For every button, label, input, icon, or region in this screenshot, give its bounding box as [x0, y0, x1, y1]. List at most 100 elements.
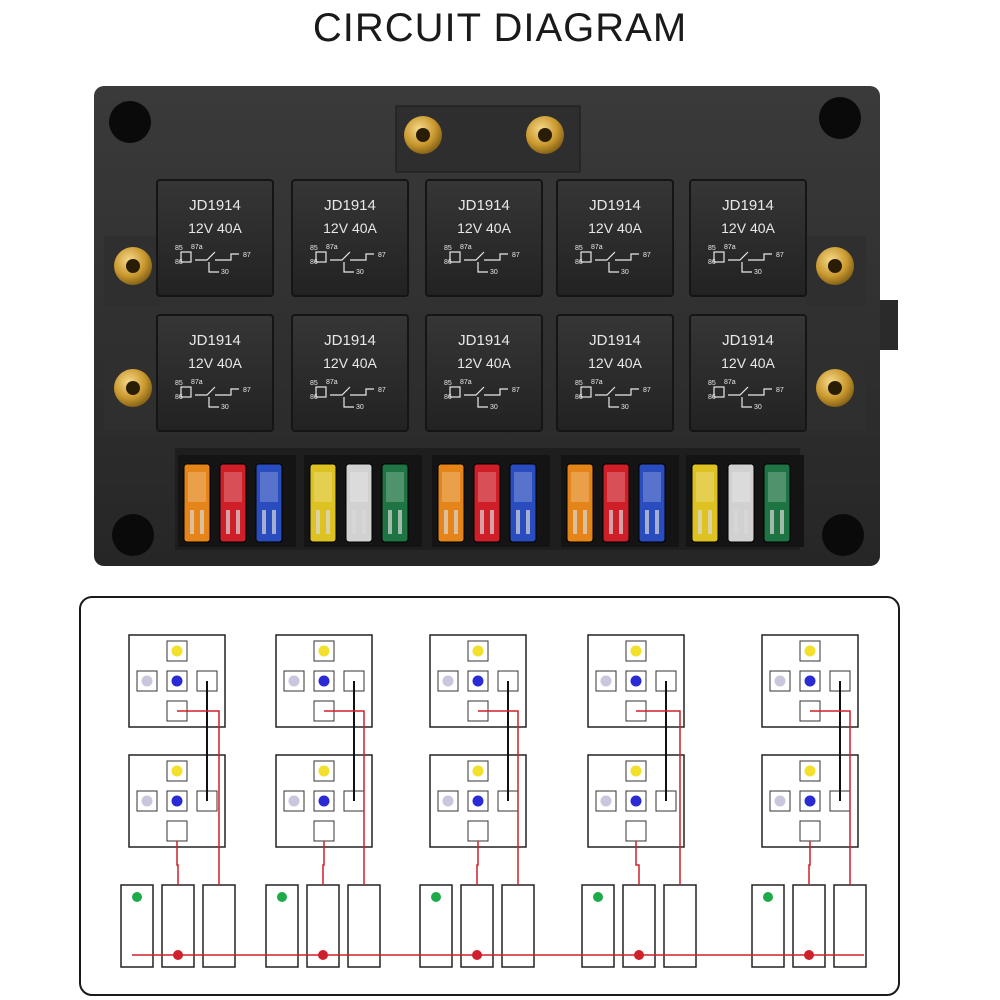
blade-fuse-icon [602, 463, 630, 543]
pin-label-87a: 87a [326, 244, 338, 251]
pin-87-dot [472, 645, 484, 657]
pin-85-dot [171, 795, 183, 807]
pin-label-30: 30 [356, 269, 364, 276]
page-title: CIRCUIT DIAGRAM [312, 6, 688, 50]
mounting-hole-icon [109, 101, 151, 143]
pin-86-dot [141, 675, 153, 687]
relay-body [291, 179, 409, 297]
pin-label-85: 85 [575, 380, 583, 387]
brass-insert-icon [114, 369, 152, 407]
pin-30-square [166, 820, 188, 842]
pin-30-square [625, 820, 647, 842]
pin-label-85: 85 [444, 245, 452, 252]
pin-87-dot [804, 765, 816, 777]
pin-86-dot [600, 795, 612, 807]
pin-label-87a: 87a [191, 244, 203, 251]
pin-87-dot [171, 645, 183, 657]
coil-icon [449, 251, 461, 263]
blade-fuse-icon [473, 463, 501, 543]
pin-label-86: 86 [310, 394, 318, 401]
pin-30-square [313, 820, 335, 842]
pin-label-30: 30 [621, 404, 629, 411]
relay-body [556, 179, 674, 297]
pin-86-dot [288, 795, 300, 807]
mounting-hole-icon [112, 514, 154, 556]
pin-label-87a: 87a [460, 379, 472, 386]
pin-label-87: 87 [243, 252, 251, 259]
pin-label-86: 86 [310, 259, 318, 266]
blade-fuse-icon [638, 463, 666, 543]
pin-87-dot [472, 765, 484, 777]
ground-dot [593, 892, 603, 902]
pin-85-dot [318, 795, 330, 807]
coil-icon [180, 251, 192, 263]
pin-85-dot [171, 675, 183, 687]
pin-label-30: 30 [490, 269, 498, 276]
pin-86-dot [141, 795, 153, 807]
red-wire [478, 710, 519, 885]
switch-icon [595, 251, 639, 273]
blade-fuse-icon [727, 463, 755, 543]
relay-body [156, 179, 274, 297]
mounting-hole-icon [822, 514, 864, 556]
pin-label-87: 87 [776, 252, 784, 259]
pin-label-30: 30 [754, 269, 762, 276]
ground-dot [763, 892, 773, 902]
relay-socket [429, 754, 527, 848]
blade-fuse-icon [566, 463, 594, 543]
relay-model: JD1914 [189, 332, 241, 349]
pin-label-85: 85 [310, 245, 318, 252]
coil-icon [180, 386, 192, 398]
red-wire [322, 841, 325, 885]
relay-rating: 12V 40A [721, 355, 775, 371]
relay-body [689, 179, 807, 297]
fuse-slot [419, 884, 453, 968]
brass-insert-icon [404, 116, 442, 154]
relay-socket [429, 634, 527, 728]
switch-icon [728, 251, 772, 273]
pin-87-dot [171, 765, 183, 777]
pin-label-30: 30 [490, 404, 498, 411]
blade-fuse-icon [509, 463, 537, 543]
pin-label-86: 86 [575, 394, 583, 401]
relay-body [556, 314, 674, 432]
pin-label-30: 30 [754, 404, 762, 411]
switch-icon [330, 251, 374, 273]
relay-socket [587, 634, 685, 728]
relay-model: JD1914 [589, 332, 641, 349]
pin-label-87: 87 [643, 387, 651, 394]
red-wire [635, 841, 640, 885]
coil-icon [713, 251, 725, 263]
pin-label-85: 85 [444, 380, 452, 387]
relay-socket [275, 754, 373, 848]
pin-86-dot [774, 795, 786, 807]
pin-label-87a: 87a [591, 244, 603, 251]
pin-86-dot [600, 675, 612, 687]
pin-label-30: 30 [221, 269, 229, 276]
mounting-hole-icon [819, 97, 861, 139]
pin-30-square [799, 820, 821, 842]
red-wire [476, 841, 479, 885]
relay-socket [761, 634, 859, 728]
coil-icon [315, 386, 327, 398]
pin-label-86: 86 [175, 394, 183, 401]
pin-85-dot [630, 675, 642, 687]
pin-label-85: 85 [575, 245, 583, 252]
relay-body [425, 179, 543, 297]
red-wire [810, 710, 851, 885]
switch-icon [464, 386, 508, 408]
pin-86-dot [442, 675, 454, 687]
blade-fuse-icon [309, 463, 337, 543]
pin-label-30: 30 [356, 404, 364, 411]
blade-fuse-icon [691, 463, 719, 543]
fuse-slot [833, 884, 867, 968]
pin-86-dot [288, 675, 300, 687]
pin-label-86: 86 [444, 394, 452, 401]
relay-model: JD1914 [722, 197, 774, 214]
pin-label-86: 86 [444, 259, 452, 266]
switch-icon [464, 251, 508, 273]
